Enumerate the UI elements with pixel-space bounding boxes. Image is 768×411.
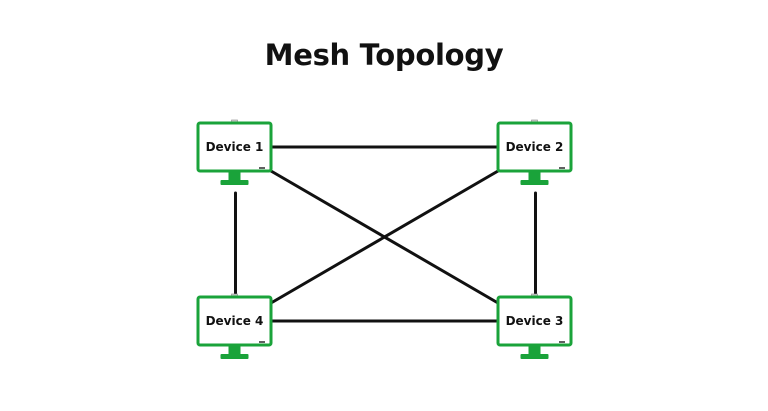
computer-monitor-icon	[196, 293, 273, 359]
device-node-2: Device 2	[496, 119, 573, 185]
device-label: Device 2	[506, 140, 564, 154]
computer-monitor-icon	[196, 119, 273, 185]
page-title: Mesh Topology	[264, 38, 504, 72]
device-label: Device 3	[506, 314, 564, 328]
device-label: Device 4	[206, 314, 264, 328]
devices-layer: Device 1 Device 2 Device 3 Device 4	[196, 119, 573, 359]
device-label: Device 1	[206, 140, 264, 154]
device-node-4: Device 4	[196, 293, 273, 359]
device-node-3: Device 3	[496, 293, 573, 359]
computer-monitor-icon	[496, 293, 573, 359]
link-d2-d4	[269, 169, 500, 305]
links-layer	[234, 145, 537, 323]
computer-monitor-icon	[496, 119, 573, 185]
device-node-1: Device 1	[196, 119, 273, 185]
